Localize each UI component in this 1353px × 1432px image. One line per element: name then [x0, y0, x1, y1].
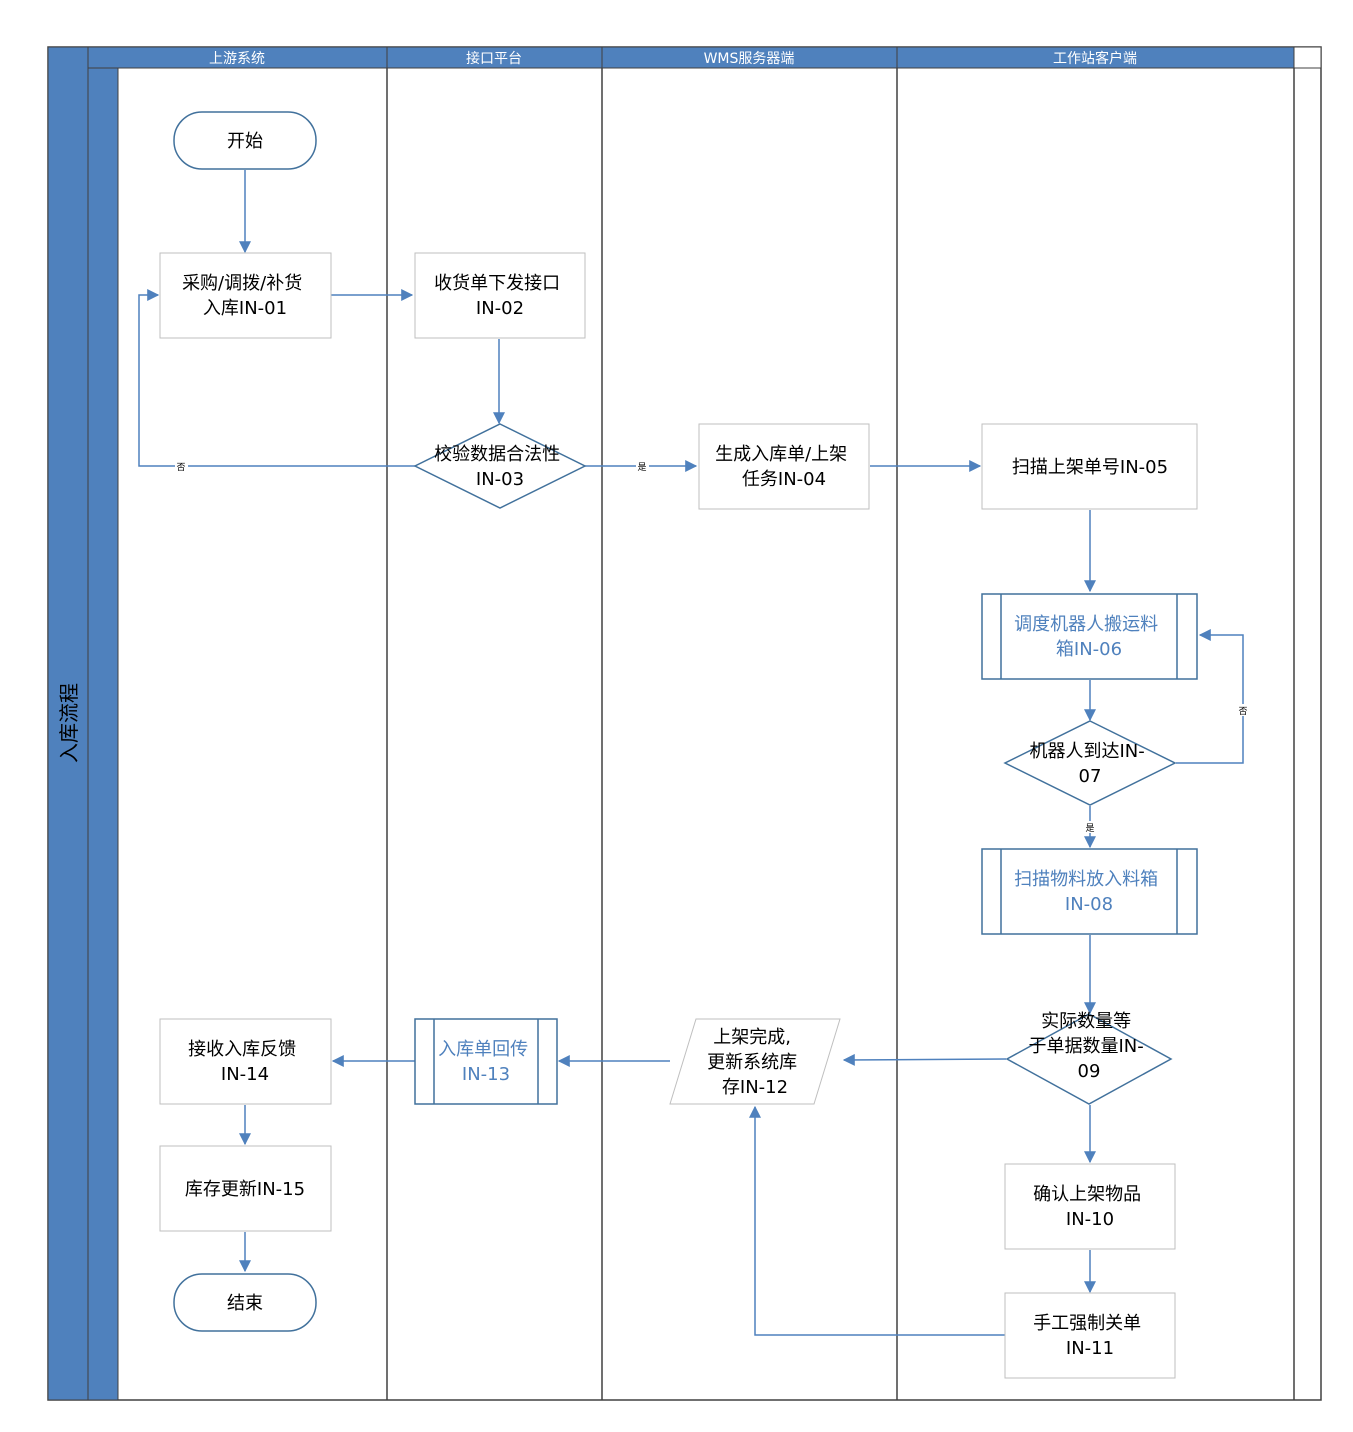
decision-in07	[1003, 720, 1177, 806]
process-in11-label: 手工强制关单 IN-11	[1033, 1313, 1147, 1359]
process-in05	[981, 423, 1198, 510]
edge-label-no-in03: 否	[176, 462, 185, 473]
edge-label-bg	[175, 460, 188, 472]
lane-label-workstation: 工作站客户端	[1053, 50, 1137, 67]
lane-label-wms: WMS服务器端	[704, 51, 795, 67]
decision-in03-label: 校验数据合法性 IN-03	[434, 444, 566, 490]
lane-label-interface: 接口平台	[466, 50, 522, 67]
process-in10-label: 确认上架物品 IN-10	[1033, 1184, 1147, 1230]
edge-label-yes-in07: 是	[1085, 823, 1094, 834]
end-terminator	[173, 1273, 317, 1332]
edge-label-no-in07: 否	[1238, 706, 1247, 717]
decision-in09	[1005, 1013, 1173, 1105]
pool-title-bar	[47, 46, 89, 1401]
subprocess-in13-label: 入库单回传 IN-13	[438, 1039, 534, 1085]
lane-header-extra	[1293, 46, 1322, 69]
process-in14	[159, 1018, 332, 1105]
edge-label-bg	[636, 460, 649, 472]
subprocess-in08	[981, 848, 1198, 935]
start-terminator	[173, 111, 317, 170]
process-in04	[698, 423, 870, 510]
process-in01-label: 采购/调拨/补货 入库IN-01	[182, 273, 308, 319]
process-in10	[1004, 1163, 1176, 1250]
process-in04-label: 生成入库单/上架 任务IN-04	[715, 444, 853, 490]
process-in11	[1004, 1292, 1176, 1379]
edge-label-yes-in03: 是	[637, 462, 646, 473]
process-in15-label: 库存更新IN-15	[185, 1179, 305, 1200]
start-label: 开始	[227, 131, 263, 152]
data-in12	[669, 1018, 841, 1105]
end-label: 结束	[227, 1293, 263, 1314]
phase-band	[87, 67, 119, 1401]
decision-in03	[413, 423, 587, 509]
lane-label-upstream: 上游系统	[209, 51, 265, 67]
connectors	[138, 170, 1244, 1336]
decision-in09-label: 实际数量等 于单据数量IN- 09	[1028, 1011, 1149, 1082]
pool-title: 入库流程	[57, 683, 81, 763]
process-in02-label: 收货单下发接口 IN-02	[434, 273, 566, 319]
data-in12-label: 上架完成, 更新系统库 存IN-12	[707, 1027, 803, 1098]
process-in05-label: 扫描上架单号IN-05	[1012, 457, 1168, 478]
decision-in07-label: 机器人到达IN- 07	[1029, 741, 1150, 787]
edge-in11-in12	[749, 1105, 1005, 1336]
process-in01	[159, 252, 332, 339]
edge-label-bg	[1237, 704, 1250, 716]
subprocess-in08-label: 扫描物料放入料箱 IN-08	[1014, 869, 1164, 915]
edge-label-bg	[1084, 821, 1097, 833]
process-in14-label: 接收入库反馈 IN-14	[188, 1039, 302, 1085]
process-in02	[414, 252, 586, 339]
subprocess-in06	[981, 593, 1198, 680]
process-in15	[159, 1145, 332, 1232]
subprocess-in13	[414, 1018, 558, 1105]
subprocess-in06-label: 调度机器人搬运料 箱IN-06	[1014, 614, 1164, 660]
edge-in03-no	[138, 289, 415, 467]
edge-in09-in12	[842, 1053, 1007, 1066]
edge-in07-no	[1176, 629, 1244, 764]
